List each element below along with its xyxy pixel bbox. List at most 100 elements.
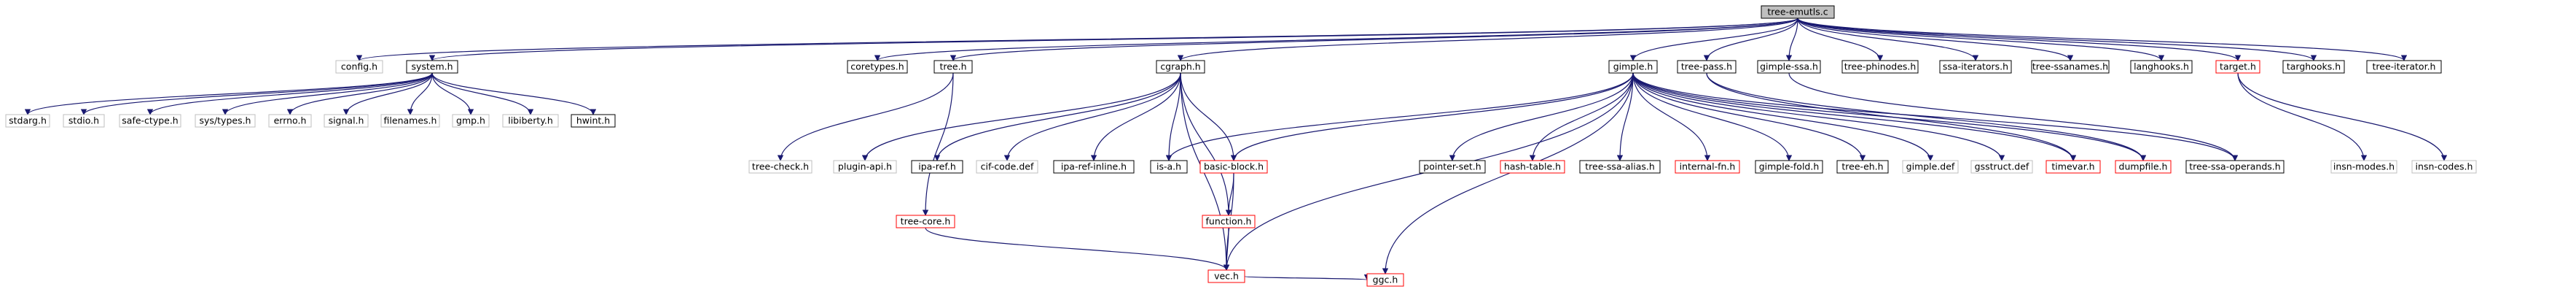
edge-tree-emutls-c-to-langhooks-h [1797,18,2165,61]
node-safe-ctype-h[interactable]: safe-ctype.h [119,114,181,128]
node-label-gsstruct-def: gsstruct.def [1975,161,2029,172]
node-vec-h[interactable]: vec.h [1207,269,1245,283]
node-ggc-h[interactable]: ggc.h [1366,273,1404,287]
edge-tree-pass-h-to-timevar-h [1706,72,2077,161]
node-gimple-def[interactable]: gimple.def [1902,160,1959,174]
node-box-coretypes-h [847,60,908,74]
node-cgraph-h[interactable]: cgraph.h [1156,60,1205,74]
node-label-coretypes-h: coretypes.h [850,61,904,72]
node-tree-ssanames-h[interactable]: tree-ssanames.h [2031,60,2110,74]
edge-gimple-h-to-internal-fn-h [1632,72,1711,161]
edges-layer [24,18,2448,281]
edge-cgraph-h-to-ipa-ref-h [933,72,1181,161]
node-dumpfile-h[interactable]: dumpfile.h [2115,160,2172,174]
node-cif-code-def[interactable]: cif-code.def [976,160,1038,174]
node-box-stdarg-h [5,114,50,128]
node-gimple-h[interactable]: gimple.h [1608,60,1658,74]
node-tree-eh-h[interactable]: tree-eh.h [1836,160,1889,174]
edge-tree-emutls-c-to-gimple-ssa-h [1785,18,1798,61]
node-tree-emutls-c[interactable]: tree-emutls.c [1761,5,1835,19]
node-hash-table-h[interactable]: hash-table.h [1500,160,1565,174]
node-label-config-h: config.h [341,61,377,72]
edge-tree-h-to-tree-check-h [777,72,954,161]
node-label-plugin-api-h: plugin-api.h [838,161,892,172]
node-label-gimple-fold-h: gimple-fold.h [1759,161,1820,172]
node-pointer-set-h[interactable]: pointer-set.h [1419,160,1486,174]
node-gimple-fold-h[interactable]: gimple-fold.h [1755,160,1823,174]
node-tree-phinodes-h[interactable]: tree-phinodes.h [1841,60,1919,74]
edge-gimple-h-to-gimple-def [1632,72,1934,161]
edge-tree-emutls-c-to-targhooks-h [1797,18,2317,61]
node-insn-codes-h[interactable]: insn-codes.h [2411,160,2477,174]
edge-tree-emutls-c-to-system-h [429,18,1798,61]
node-tree-h[interactable]: tree.h [933,60,973,74]
node-ssa-iterators-h[interactable]: ssa-iterators.h [1939,60,2012,74]
node-insn-modes-h[interactable]: insn-modes.h [2330,160,2397,174]
node-coretypes-h[interactable]: coretypes.h [847,60,908,74]
node-signal-h[interactable]: signal.h [324,114,369,128]
nodes-layer: tree-emutls.c config.h system.h coretypes.h… [5,5,2477,287]
node-sys-types-h[interactable]: sys/types.h [195,114,256,128]
node-box-ipa-ref-h [911,160,963,174]
node-label-targhooks-h: targhooks.h [2287,61,2341,72]
node-gimple-ssa-h[interactable]: gimple-ssa.h [1757,60,1821,74]
edge-cgraph-h-to-ipa-ref-inline-h [1090,72,1181,161]
node-box-function-h [1202,215,1256,228]
node-hwint-h[interactable]: hwint.h [571,114,616,128]
node-is-a-h[interactable]: is-a.h [1150,160,1188,174]
edge-system-h-to-stdio-h [80,72,433,115]
edge-system-h-to-gmp-h [431,72,474,115]
node-box-gsstruct-def [1970,160,2033,174]
node-gmp-h[interactable]: gmp.h [452,114,490,128]
node-label-system-h: system.h [411,61,453,72]
node-libiberty-h[interactable]: libiberty.h [502,114,559,128]
node-label-ssa-iterators-h: ssa-iterators.h [1943,61,2008,72]
node-label-stdio-h: stdio.h [68,115,99,126]
node-basic-block-h[interactable]: basic-block.h [1199,160,1268,174]
edge-gimple-h-to-pointer-set-h [1449,72,1634,161]
node-plugin-api-h[interactable]: plugin-api.h [833,160,897,174]
node-tree-check-h[interactable]: tree-check.h [748,160,813,174]
node-target-h[interactable]: target.h [2215,60,2260,74]
node-label-gimple-ssa-h: gimple-ssa.h [1760,61,1818,72]
node-label-safe-ctype-h: safe-ctype.h [122,115,178,126]
node-label-target-h: target.h [2220,61,2256,72]
node-box-tree-check-h [748,160,813,174]
node-targhooks-h[interactable]: targhooks.h [2282,60,2345,74]
node-box-pointer-set-h [1419,160,1486,174]
node-label-tree-iterator-h: tree-iterator.h [2373,61,2436,72]
node-config-h[interactable]: config.h [335,60,383,74]
edge-tree-h-to-tree-core-h [922,72,954,216]
node-box-timevar-h [2045,160,2101,174]
node-errno-h[interactable]: errno.h [268,114,312,128]
node-tree-ssa-alias-h[interactable]: tree-ssa-alias.h [1579,160,1661,174]
node-timevar-h[interactable]: timevar.h [2045,160,2101,174]
node-box-config-h [335,60,383,74]
node-system-h[interactable]: system.h [406,60,458,74]
node-label-tree-h: tree.h [939,61,966,72]
node-box-tree-core-h [896,215,955,228]
edge-target-h-to-insn-codes-h [2237,72,2448,161]
node-filenames-h[interactable]: filenames.h [380,114,440,128]
node-label-cif-code-def: cif-code.def [981,161,1034,172]
node-ipa-ref-h[interactable]: ipa-ref.h [911,160,963,174]
node-tree-ssa-operands-h[interactable]: tree-ssa-operands.h [2185,160,2285,174]
node-tree-pass-h[interactable]: tree-pass.h [1677,60,1737,74]
node-label-function-h: function.h [1206,216,1252,227]
node-tree-core-h[interactable]: tree-core.h [896,215,955,228]
node-stdio-h[interactable]: stdio.h [63,114,105,128]
node-box-target-h [2215,60,2260,74]
node-internal-fn-h[interactable]: internal-fn.h [1675,160,1740,174]
node-ipa-ref-inline-h[interactable]: ipa-ref-inline.h [1053,160,1135,174]
node-label-sys-types-h: sys/types.h [200,115,251,126]
node-function-h[interactable]: function.h [1202,215,1256,228]
node-tree-iterator-h[interactable]: tree-iterator.h [2366,60,2442,74]
node-label-ipa-ref-h: ipa-ref.h [918,161,956,172]
node-stdarg-h[interactable]: stdarg.h [5,114,50,128]
edge-tree-emutls-c-to-tree-pass-h [1703,18,1798,61]
node-gsstruct-def[interactable]: gsstruct.def [1970,160,2033,174]
node-label-tree-check-h: tree-check.h [752,161,809,172]
node-box-tree-emutls-c [1761,5,1835,19]
node-langhooks-h[interactable]: langhooks.h [2130,60,2193,74]
node-label-tree-ssa-operands-h: tree-ssa-operands.h [2189,161,2280,172]
